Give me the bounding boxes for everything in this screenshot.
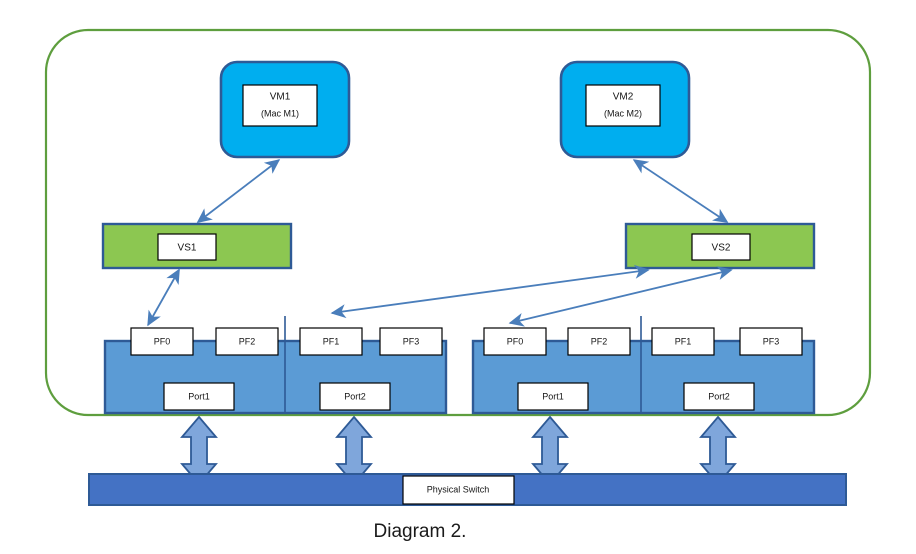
diagram-caption: Diagram 2. xyxy=(374,521,467,542)
nic-right-pf2-box xyxy=(567,327,631,356)
nic-right-pf3-label: PF3 xyxy=(763,336,780,346)
nic-left-pf2-box xyxy=(215,327,279,356)
nic-left-pf3-label: PF3 xyxy=(403,336,420,346)
nic-left-pf0-label: PF0 xyxy=(154,336,171,346)
vm1-subtitle: (Mac M1) xyxy=(261,108,299,118)
vm1-title: VM1 xyxy=(270,92,291,103)
vs1-label: VS1 xyxy=(178,243,197,254)
vs1-label-box xyxy=(157,233,217,261)
nic-right-pf2-label: PF2 xyxy=(591,336,608,346)
physical-switch[interactable]: Physical Switch xyxy=(88,473,847,506)
arrow-vs2-nicright-pf0 xyxy=(508,266,733,327)
nic-left[interactable]: PF0 PF2 PF1 PF3 Port1 Port2 xyxy=(103,316,448,415)
vs2-label: VS2 xyxy=(712,243,731,254)
nic-right-pf1-box xyxy=(651,327,715,356)
nic-right-port2-label: Port2 xyxy=(708,391,730,401)
nic-left-pf1-label: PF1 xyxy=(323,336,340,346)
physical-switch-label-box xyxy=(402,475,515,505)
nic-left-pf3-box xyxy=(379,327,443,356)
nic-right-pf0-box xyxy=(483,327,547,356)
arrow-vs2-vm2 xyxy=(632,159,729,223)
nic-right-pf3-box xyxy=(739,327,803,356)
vm2-label-box xyxy=(585,84,661,127)
vm1-label-box xyxy=(242,84,318,127)
vm2-subtitle: (Mac M2) xyxy=(604,108,642,118)
arrow-vs1-vm1 xyxy=(196,159,281,224)
vs1-box xyxy=(101,222,293,270)
nic-right-pf1-label: PF1 xyxy=(675,336,692,346)
nic-right-port1-box xyxy=(517,382,589,411)
nic-left-port1-label: Port1 xyxy=(188,391,210,401)
nic-right-port1-label: Port1 xyxy=(542,391,564,401)
vs1-node[interactable]: VS1 xyxy=(101,222,293,270)
nic-left-pf1-box xyxy=(299,327,363,356)
vs2-node[interactable]: VS2 xyxy=(624,222,816,270)
nic-left-port2-box xyxy=(319,382,391,411)
nic-left-pf0-box xyxy=(130,327,194,356)
nic-left-port1-box xyxy=(163,382,235,411)
physical-switch-label: Physical Switch xyxy=(427,484,490,494)
connector-arrows xyxy=(147,159,733,327)
nic-left-port2-label: Port2 xyxy=(344,391,366,401)
vs2-label-box xyxy=(691,233,751,261)
nic-right-pf0-label: PF0 xyxy=(507,336,524,346)
nic-right-port2-box xyxy=(683,382,755,411)
vm2-title: VM2 xyxy=(613,92,634,103)
nic-left-pf2-label: PF2 xyxy=(239,336,256,346)
vm1-node[interactable]: VM1 (Mac M1) xyxy=(219,60,351,159)
nic-right[interactable]: PF0 PF2 PF1 PF3 Port1 Port2 xyxy=(471,316,816,415)
vm2-node[interactable]: VM2 (Mac M2) xyxy=(559,60,691,159)
arrow-vs1-nicleft-pf0 xyxy=(147,268,180,327)
